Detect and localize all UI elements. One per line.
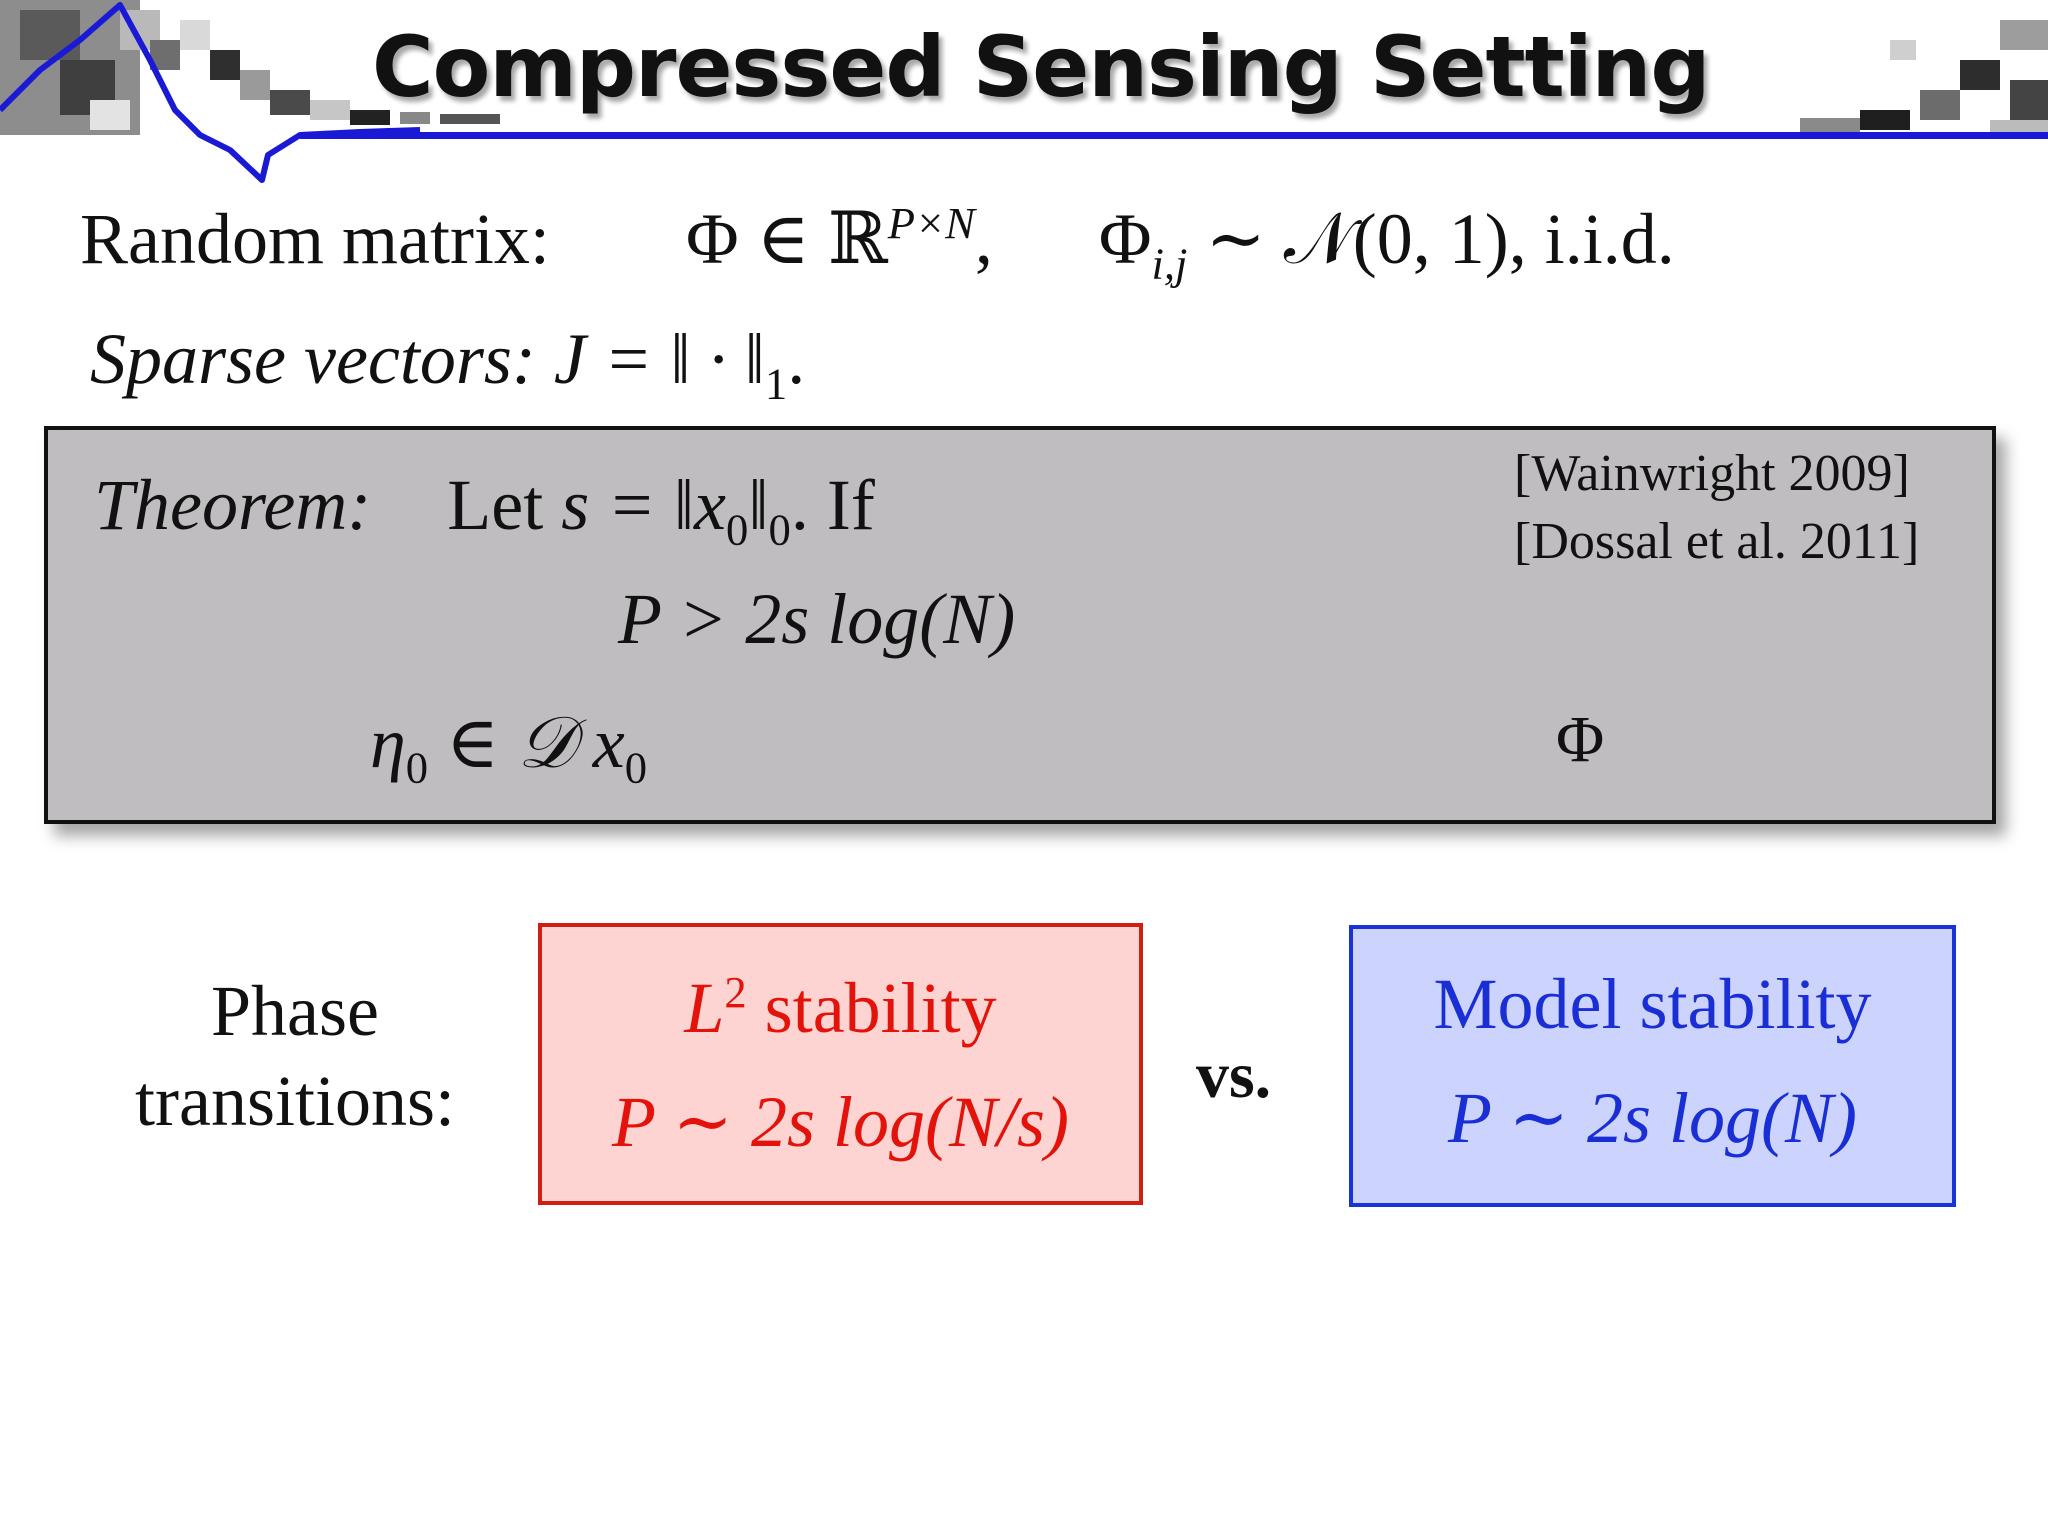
eta-sub: 0: [405, 742, 429, 793]
phi-entry-index: i,j: [1151, 238, 1188, 289]
theorem-references: [Wainwright 2009] [Dossal et al. 2011]: [1514, 440, 1919, 576]
matrix-dims: P×N: [887, 198, 975, 248]
vs-label: vs.: [1196, 1039, 1272, 1112]
sparse-vectors-line: Sparse vectors: J = ‖ · ‖1.: [90, 318, 806, 406]
pixel-mosaic-left: [0, 0, 500, 135]
theorem-box: Theorem: Let s = ‖x0‖0. If [Wainwright 2…: [44, 426, 1996, 824]
theorem-if: . If: [790, 465, 875, 545]
random-matrix-line: Random matrix: Φ ∈ ℝP×N, Φi,j ∼ 𝒩(0, 1),…: [80, 196, 1675, 286]
phase-transitions-label: Phase transitions:: [110, 966, 480, 1146]
title-underline: [300, 132, 2048, 139]
l2-L: L: [684, 968, 725, 1048]
theorem-phi: Φ: [1556, 703, 1605, 776]
in-symbol: ∈: [756, 199, 810, 279]
l2-stability-box: L2 stability P ∼ 2s log(N/s): [538, 923, 1143, 1205]
phase-label-line1: Phase: [211, 971, 379, 1051]
header-decoration: [0, 0, 2048, 183]
phase-label-line2: transitions:: [135, 1061, 455, 1141]
phi-entry-symbol: Φ: [1098, 199, 1152, 279]
model-stability-box: Model stability P ∼ 2s log(N): [1349, 925, 1956, 1207]
theorem-norm-sub: 0: [768, 504, 791, 555]
theorem-x-sub: 0: [726, 504, 749, 555]
sparse-vectors-label: Sparse vectors:: [90, 319, 536, 399]
theorem-s-expr: s = ‖x: [561, 465, 727, 545]
theorem-norm-close: ‖: [748, 465, 769, 545]
model-formula: P ∼ 2s log(N): [1447, 1078, 1857, 1158]
comma: ,: [974, 199, 993, 279]
slide-title: Compressed Sensing Setting: [372, 18, 1710, 116]
theorem-label: Theorem:: [94, 465, 372, 545]
sparse-vectors-expr: J = ‖ · ‖: [553, 319, 765, 399]
l2-stability-title: L2 stability: [542, 967, 1139, 1050]
phi-symbol: Φ: [685, 199, 739, 279]
sparse-dot: .: [787, 319, 806, 399]
random-matrix-label: Random matrix:: [80, 199, 550, 279]
reference-dossal: [Dossal et al. 2011]: [1514, 513, 1920, 570]
distribution-text: ∼ 𝒩(0, 1), i.i.d.: [1205, 199, 1675, 279]
pixel-mosaic-right: [1800, 20, 2048, 134]
l2-exponent: 2: [724, 967, 747, 1017]
x-sub: 0: [624, 742, 648, 793]
theorem-condition: P > 2s log(N): [618, 579, 1016, 659]
l2-word: stability: [764, 968, 997, 1048]
sparse-norm-sub: 1: [764, 358, 788, 409]
eta-in-d: ∈ 𝒟 x: [446, 703, 625, 783]
reals-symbol: ℝ: [827, 199, 888, 279]
theorem-eta-line: η0 ∈ 𝒟 x0: [370, 700, 647, 790]
reference-wainwright: [Wainwright 2009]: [1514, 445, 1910, 502]
model-stability-title: Model stability: [1433, 964, 1872, 1044]
eta-symbol: η: [370, 703, 406, 783]
theorem-statement: Theorem: Let s = ‖x0‖0. If: [94, 464, 875, 552]
theorem-let: Let: [447, 465, 544, 545]
l2-formula: P ∼ 2s log(N/s): [611, 1082, 1070, 1162]
